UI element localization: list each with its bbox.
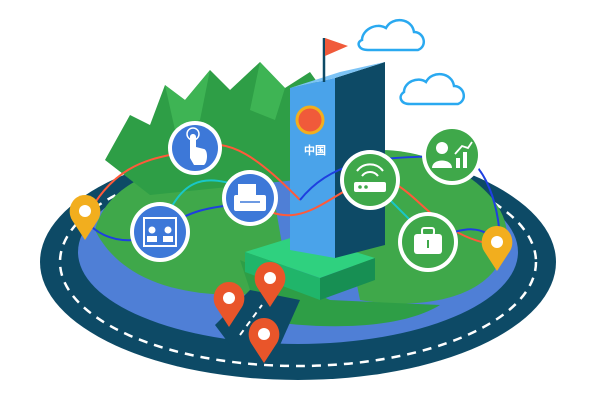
monument-base-top [245, 235, 375, 278]
briefcase-icon[interactable] [398, 212, 458, 272]
meeting-people-icon[interactable] [130, 202, 190, 262]
location-pin-yellow-left[interactable] [69, 195, 101, 240]
cloud-top [357, 19, 426, 52]
mountain-highlight [165, 62, 285, 130]
location-pin-orange-3[interactable] [248, 318, 280, 363]
user-chart-icon[interactable] [422, 125, 482, 185]
national-emblem [295, 105, 325, 135]
monument-base-right [320, 258, 375, 300]
cloud-right [399, 73, 466, 106]
wifi-router-icon[interactable] [340, 150, 400, 210]
location-pin-yellow-right[interactable] [481, 226, 513, 271]
monument-label: 中国 [304, 143, 326, 157]
location-pin-orange-2[interactable] [254, 262, 286, 307]
touch-hand-icon[interactable] [168, 121, 222, 175]
flag [325, 38, 348, 56]
document-printer-icon[interactable] [222, 170, 278, 226]
monument-front [290, 78, 335, 258]
mountain-range [105, 62, 345, 195]
monument-top [290, 62, 385, 88]
location-pin-orange-1[interactable] [213, 282, 245, 327]
